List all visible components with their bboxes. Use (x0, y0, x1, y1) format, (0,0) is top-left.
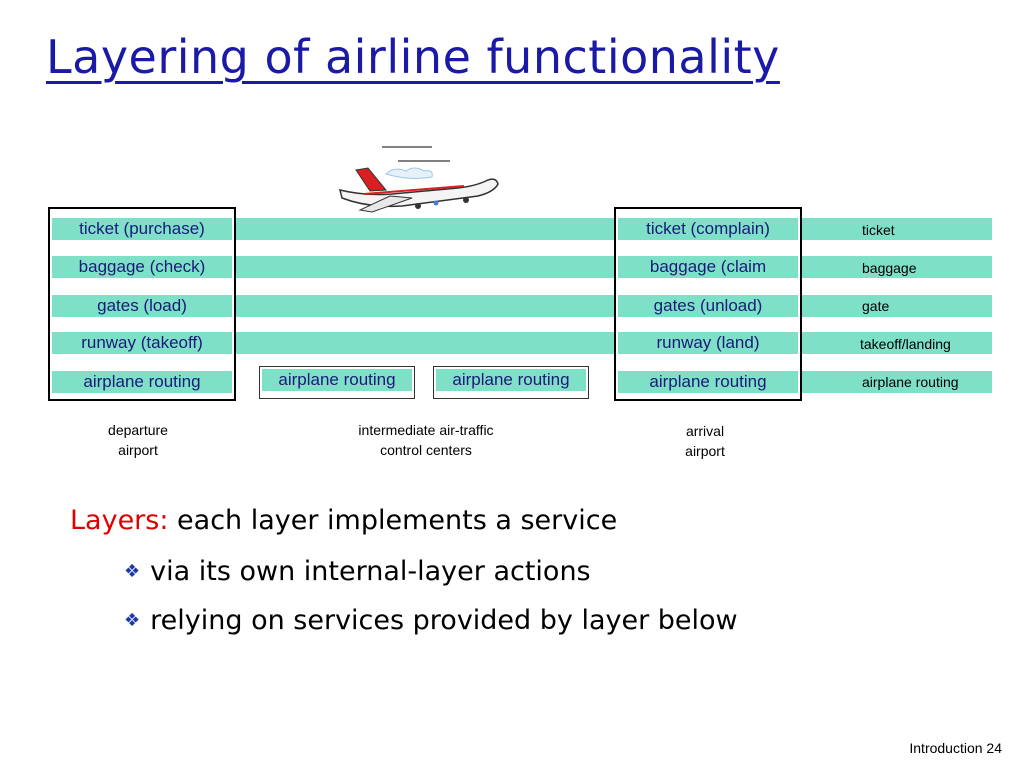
layer-ticket-complain: ticket (complain) (618, 218, 798, 240)
layer-baggage-claim: baggage (claim (618, 256, 798, 278)
arrival-caption: arrival airport (685, 423, 725, 459)
intermediate-box-2: airplane routing (433, 366, 589, 399)
layer-runway-land: runway (land) (618, 332, 798, 354)
row-label-gate: gate (862, 298, 890, 314)
layer-baggage-check: baggage (check) (52, 256, 232, 278)
band-baggage (234, 256, 992, 278)
slide-title: Layering of airline functionality (46, 30, 780, 84)
diamond-bullet-icon: ❖ (124, 561, 141, 582)
layer-runway-takeoff: runway (takeoff) (52, 332, 232, 354)
layers-description: each layer implements a service (168, 505, 618, 536)
bullet-item-1: ❖via its own internal-layer actions (124, 556, 591, 587)
row-label-ticket: ticket (862, 222, 895, 238)
bullet-item-2: ❖relying on services provided by layer b… (124, 605, 738, 636)
layer-airplane-routing: airplane routing (52, 371, 232, 393)
arrival-airport-stack: ticket (complain) baggage (claim gates (… (614, 207, 802, 401)
diamond-bullet-icon: ❖ (124, 610, 141, 631)
intermediate-caption: intermediate air-traffic control centers (358, 422, 494, 458)
layer-gates-unload: gates (unload) (618, 295, 798, 317)
departure-airport-stack: ticket (purchase) baggage (check) gates … (48, 207, 236, 401)
band-gate (234, 295, 992, 317)
band-airplane-routing (798, 371, 992, 393)
layers-statement: Layers: each layer implements a service (70, 505, 617, 536)
layer-airplane-routing-arrival: airplane routing (618, 371, 798, 393)
row-label-takeoff-landing: takeoff/landing (860, 336, 951, 352)
slide-footer: Introduction 24 (909, 740, 1002, 756)
band-ticket (234, 218, 992, 240)
layer-ticket-purchase: ticket (purchase) (52, 218, 232, 240)
airplane-icon (338, 146, 499, 213)
layer-gates-load: gates (load) (52, 295, 232, 317)
layers-heading: Layers: (70, 505, 169, 536)
intermediate-airplane-routing-2: airplane routing (436, 369, 586, 391)
intermediate-airplane-routing-1: airplane routing (262, 369, 412, 391)
band-takeoff-landing (234, 332, 992, 354)
row-label-airplane-routing: airplane routing (862, 374, 959, 390)
departure-caption: departure airport (108, 422, 168, 458)
row-label-baggage: baggage (862, 260, 917, 276)
intermediate-box-1: airplane routing (259, 366, 415, 399)
